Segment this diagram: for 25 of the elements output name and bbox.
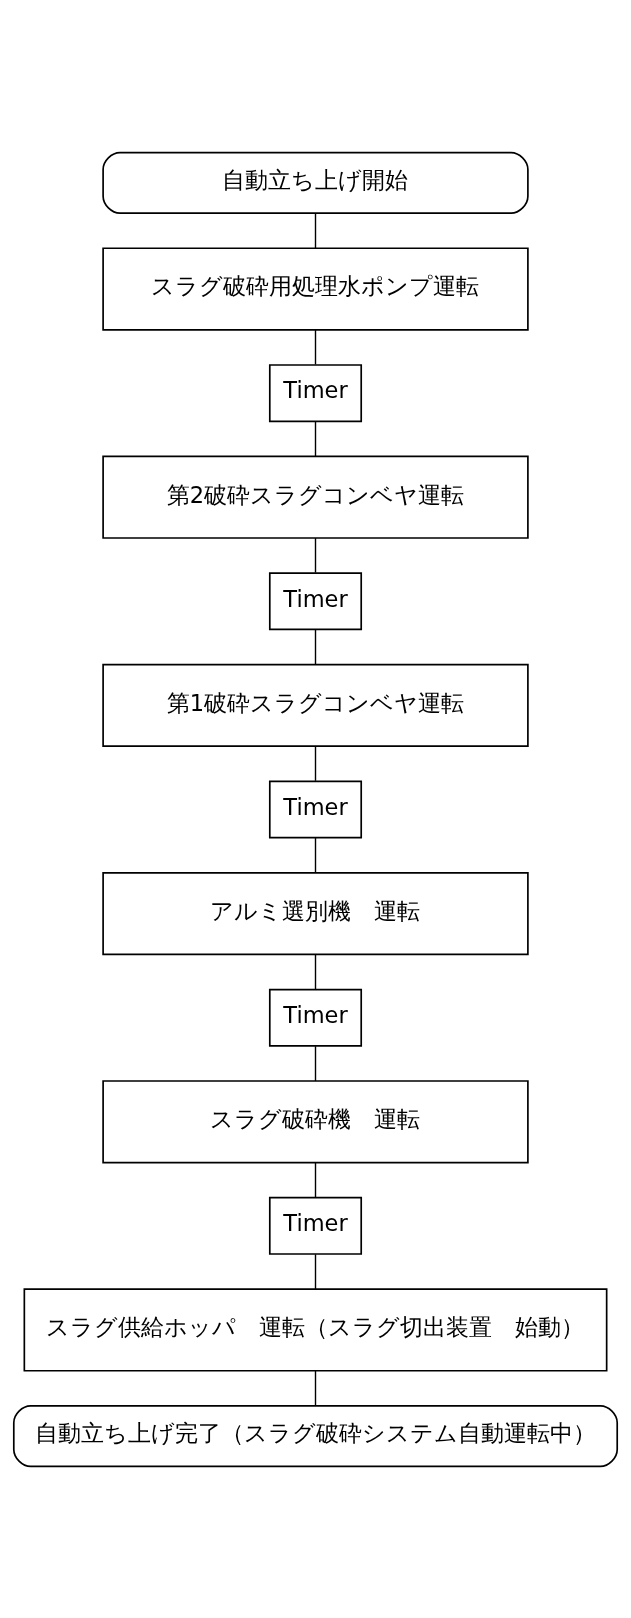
node-box: アルミ選別機 運転 (102, 871, 529, 955)
node-box: 第2破砕スラグコンベヤ運転 (102, 455, 529, 539)
connector (314, 745, 317, 781)
connector (314, 1045, 317, 1082)
node-box: Timer (268, 780, 363, 838)
node-box: 自動立ち上げ完了（スラグ破砕システム自動運転中） (12, 1404, 619, 1467)
node-box: スラグ破砕機 運転 (102, 1079, 529, 1163)
node-box: Timer (268, 571, 363, 630)
connector (314, 328, 317, 365)
node-box: Timer (268, 1196, 363, 1255)
connector (314, 420, 317, 457)
connector (314, 1161, 317, 1198)
connector (314, 836, 317, 873)
connector (314, 536, 317, 573)
node-box: スラグ破砕用処理水ポンプ運転 (102, 246, 529, 331)
node-box: Timer (268, 363, 363, 422)
node-box: Timer (268, 988, 363, 1047)
connector (314, 1253, 317, 1290)
node-box: 第1破砕スラグコンベヤ運転 (102, 663, 529, 747)
connector (314, 212, 317, 249)
connector (314, 953, 317, 990)
connector (314, 628, 317, 665)
connector (314, 1369, 317, 1406)
node-box: 自動立ち上げ開始 (102, 151, 529, 214)
node-box: スラグ供給ホッパ 運転（スラグ切出装置 始動） (23, 1287, 608, 1372)
